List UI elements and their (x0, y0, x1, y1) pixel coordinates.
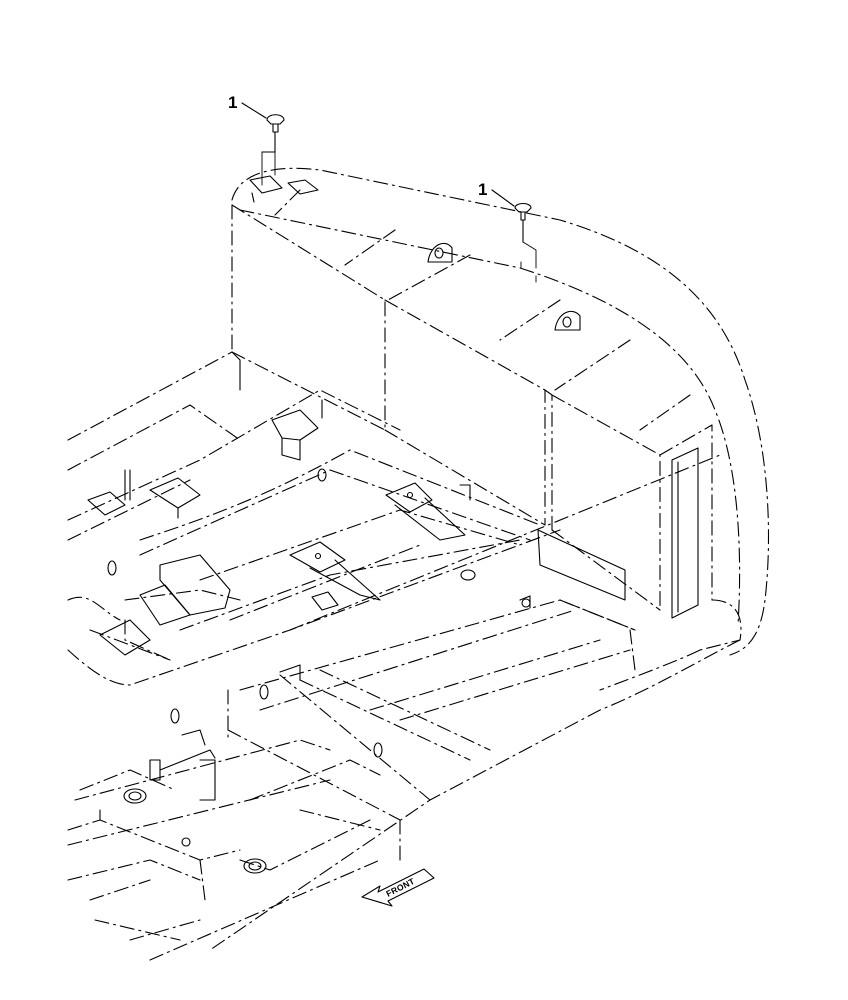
callout-bolt-left: 1 (228, 93, 285, 186)
callout-label: 1 (228, 93, 237, 112)
leader-line (241, 102, 267, 119)
leader-line (491, 189, 515, 207)
mounting-brackets (87, 351, 626, 874)
bolt-icon (261, 114, 285, 186)
callout-label: 1 (478, 180, 487, 199)
callout-bolt-right: 1 (478, 180, 537, 269)
upper-frame (67, 351, 741, 961)
front-direction-arrow: FRONT (361, 868, 435, 907)
arrow-left-icon (361, 868, 435, 907)
counterweight-cover (231, 167, 770, 656)
bolt-icon (514, 202, 537, 269)
